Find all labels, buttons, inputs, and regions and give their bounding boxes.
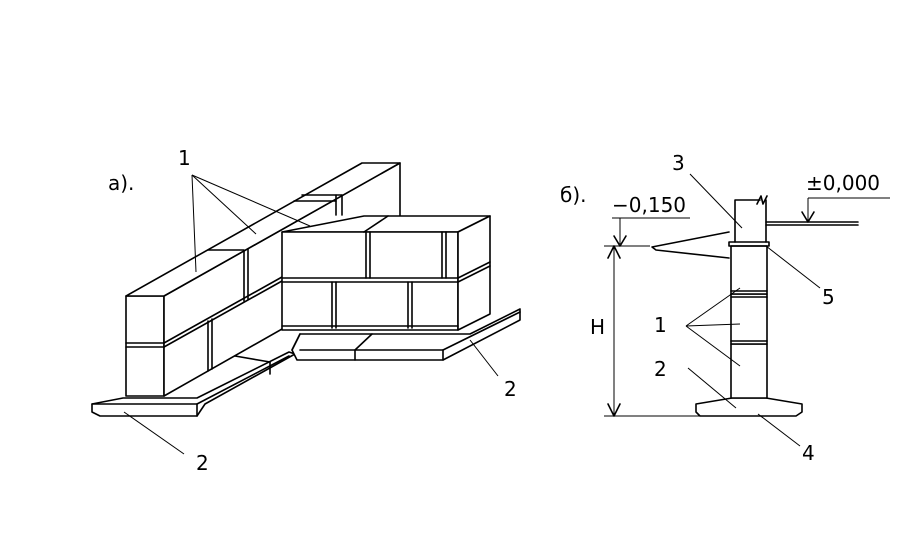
section-waterproofing: [728, 241, 770, 247]
label-1-b: 1: [654, 313, 667, 337]
label-pad-left: 2: [196, 451, 209, 475]
footing-pad-left: [91, 351, 296, 417]
label-h: H: [590, 315, 605, 339]
section-wall-above: [734, 199, 767, 243]
label-3: 3: [672, 151, 685, 175]
cross-block-wall: [281, 215, 491, 331]
level-zero-label: ±0,000: [806, 171, 880, 195]
label-block-a: 1: [178, 146, 191, 170]
level-minus-label: −0,150: [612, 193, 686, 217]
section-footing-pad: [695, 397, 803, 417]
section-block-lower: [730, 343, 768, 399]
leader-lines-block: [123, 174, 499, 455]
isometric-foundation: а). 1 2 2: [91, 146, 521, 475]
section-blind-area: [651, 231, 730, 259]
label-2-b: 2: [654, 357, 667, 381]
caption-a: а).: [108, 171, 134, 195]
section-block-upper: [730, 245, 768, 295]
label-4: 4: [802, 441, 815, 465]
label-pad-right: 2: [504, 377, 517, 401]
section-block-middle: [730, 293, 768, 345]
footing-pad-right: [234, 308, 521, 375]
label-5: 5: [822, 285, 835, 309]
caption-b: б).: [560, 183, 587, 207]
foundation-cross-section: б). −0,150 ±0,000 3 5 H 1 2 4: [560, 151, 890, 465]
